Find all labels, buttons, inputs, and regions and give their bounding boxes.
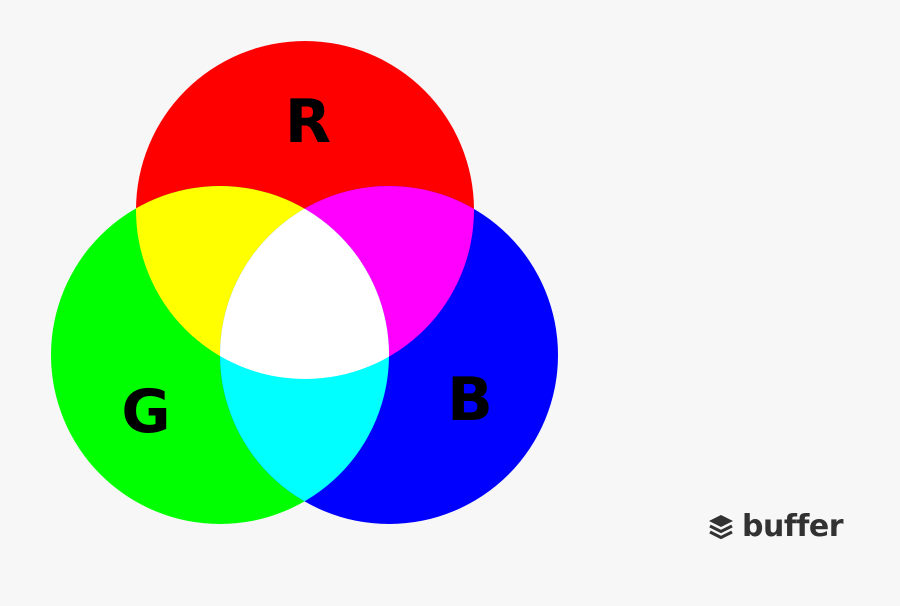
brand-name: buffer: [742, 509, 844, 544]
red-label: R: [284, 87, 332, 157]
stacked-layers-icon: [709, 515, 733, 540]
buffer-logo: buffer: [706, 509, 844, 544]
white-center-overlap: [220, 186, 389, 379]
blue-label: B: [447, 365, 493, 435]
green-label: G: [121, 377, 171, 447]
